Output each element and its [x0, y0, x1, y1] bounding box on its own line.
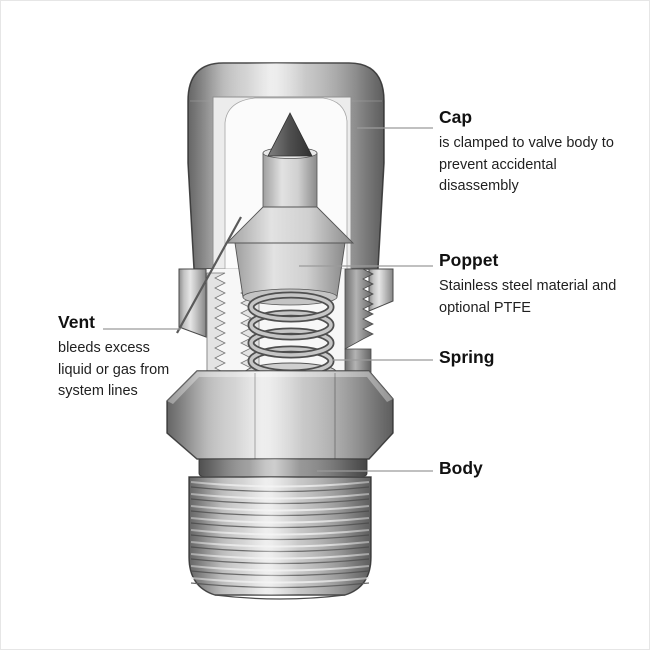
body-label: Body	[439, 458, 559, 478]
cap-label-desc: is clamped to valve body to prevent acci…	[439, 135, 614, 195]
spring-graphic	[247, 291, 335, 377]
body-graphic	[188, 476, 372, 600]
hex-nut-graphic	[166, 370, 394, 460]
spring-label-title: Spring	[439, 347, 495, 367]
cap-step-right	[368, 268, 394, 312]
poppet-label: Poppet Stainless steel material and opti…	[439, 250, 635, 319]
leader-lines	[103, 127, 433, 472]
vent-label-desc: bleeds excess liquid or gas from system …	[58, 340, 170, 400]
vent-label: Vent bleeds excess liquid or gas from sy…	[58, 312, 186, 402]
poppet-label-desc: Stainless steel material and optional PT…	[439, 278, 617, 316]
poppet-graphic	[225, 112, 355, 306]
cap-label-title: Cap	[439, 107, 473, 127]
cut-edge-line	[176, 216, 242, 334]
body-label-title: Body	[439, 458, 483, 478]
poppet-tip-cone	[267, 112, 313, 157]
spring-label: Spring	[439, 347, 559, 367]
poppet-label-title: Poppet	[439, 250, 499, 270]
stud-threads-graphic	[344, 268, 374, 374]
collar-graphic	[198, 458, 368, 478]
cap-label: Cap is clamped to valve body to prevent …	[439, 107, 619, 197]
vent-label-title: Vent	[58, 312, 95, 332]
